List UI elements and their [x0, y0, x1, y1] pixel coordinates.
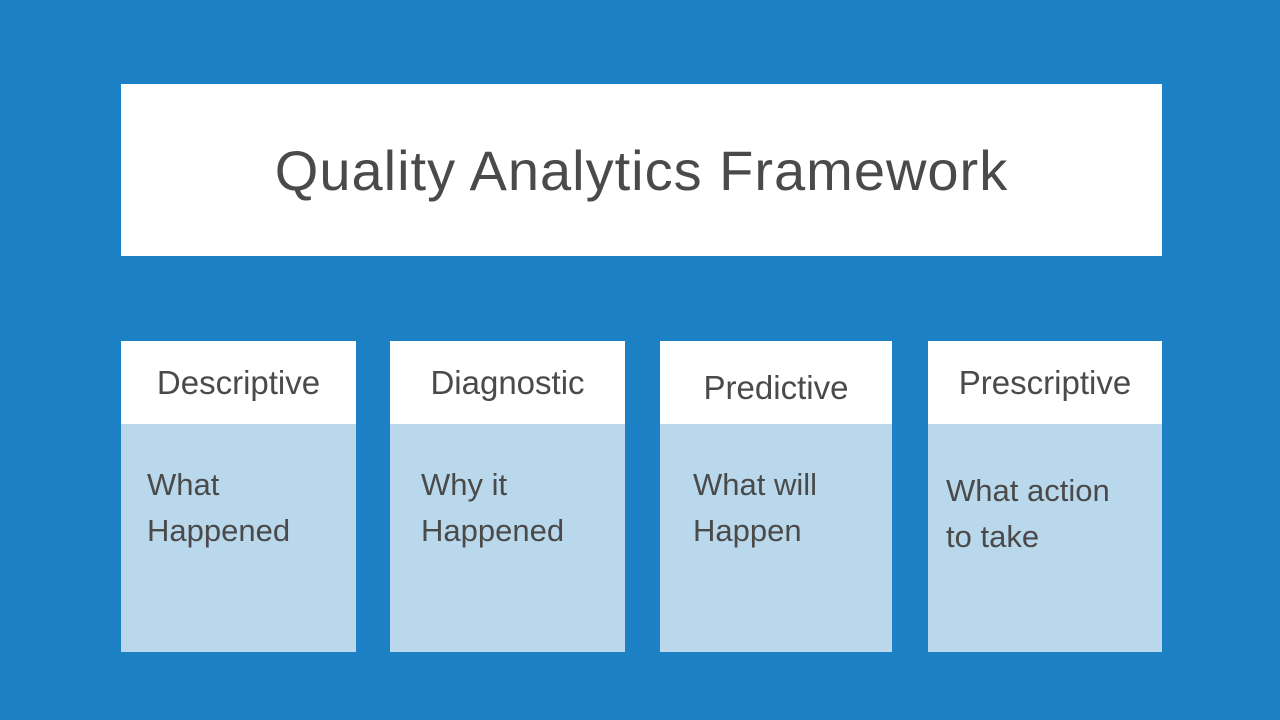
title-box: Quality Analytics Framework [121, 84, 1162, 256]
card-diagnostic: Diagnostic Why it Happened [390, 341, 625, 652]
card-prescriptive-body: What action to take [928, 424, 1162, 652]
card-descriptive-body: What Happened [121, 424, 356, 652]
card-descriptive: Descriptive What Happened [121, 341, 356, 652]
card-prescriptive: Prescriptive What action to take [928, 341, 1162, 652]
card-predictive-header: Predictive [660, 341, 892, 424]
slide-title: Quality Analytics Framework [274, 138, 1009, 202]
card-prescriptive-header: Prescriptive [928, 341, 1162, 424]
card-descriptive-header: Descriptive [121, 341, 356, 424]
card-diagnostic-header: Diagnostic [390, 341, 625, 424]
card-predictive-body: What will Happen [660, 424, 892, 652]
card-predictive: Predictive What will Happen [660, 341, 892, 652]
card-diagnostic-body: Why it Happened [390, 424, 625, 652]
